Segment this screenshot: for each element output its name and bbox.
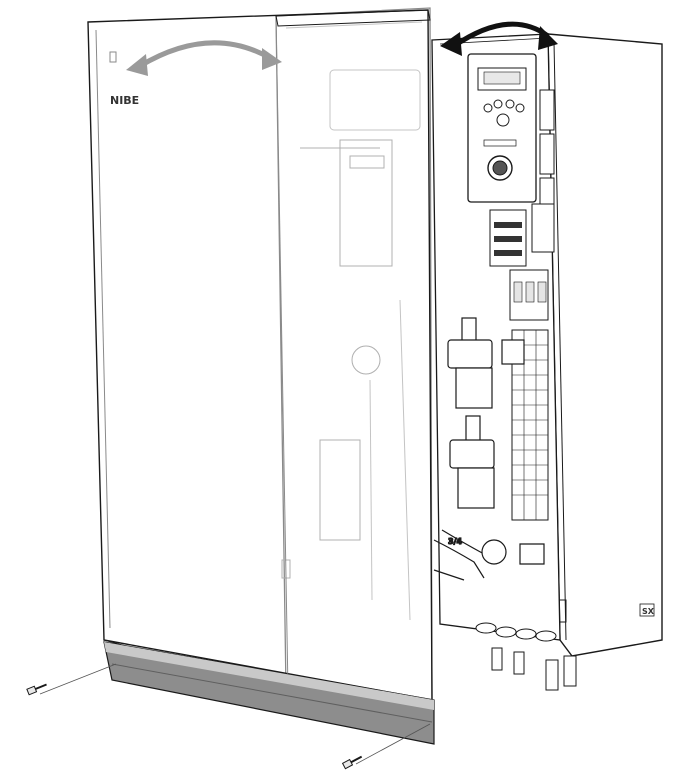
corner-mark: SX [642,607,655,616]
inner-door-panel [275,7,433,705]
screw-icon [341,723,431,770]
valve-label: 3/4 [448,537,462,546]
brand-logo: NIBE [110,94,139,107]
double-headed-curved-arrow-icon [126,40,282,76]
control-module [467,53,537,203]
pipe-connections [475,622,577,691]
pipework: 3/4 [433,317,545,581]
screw-icon [26,663,117,696]
kick-plate [103,641,435,745]
cabinet-side-panel: SX [547,33,663,657]
terminal-blocks [489,89,555,521]
double-headed-curved-arrow-icon [440,21,558,56]
